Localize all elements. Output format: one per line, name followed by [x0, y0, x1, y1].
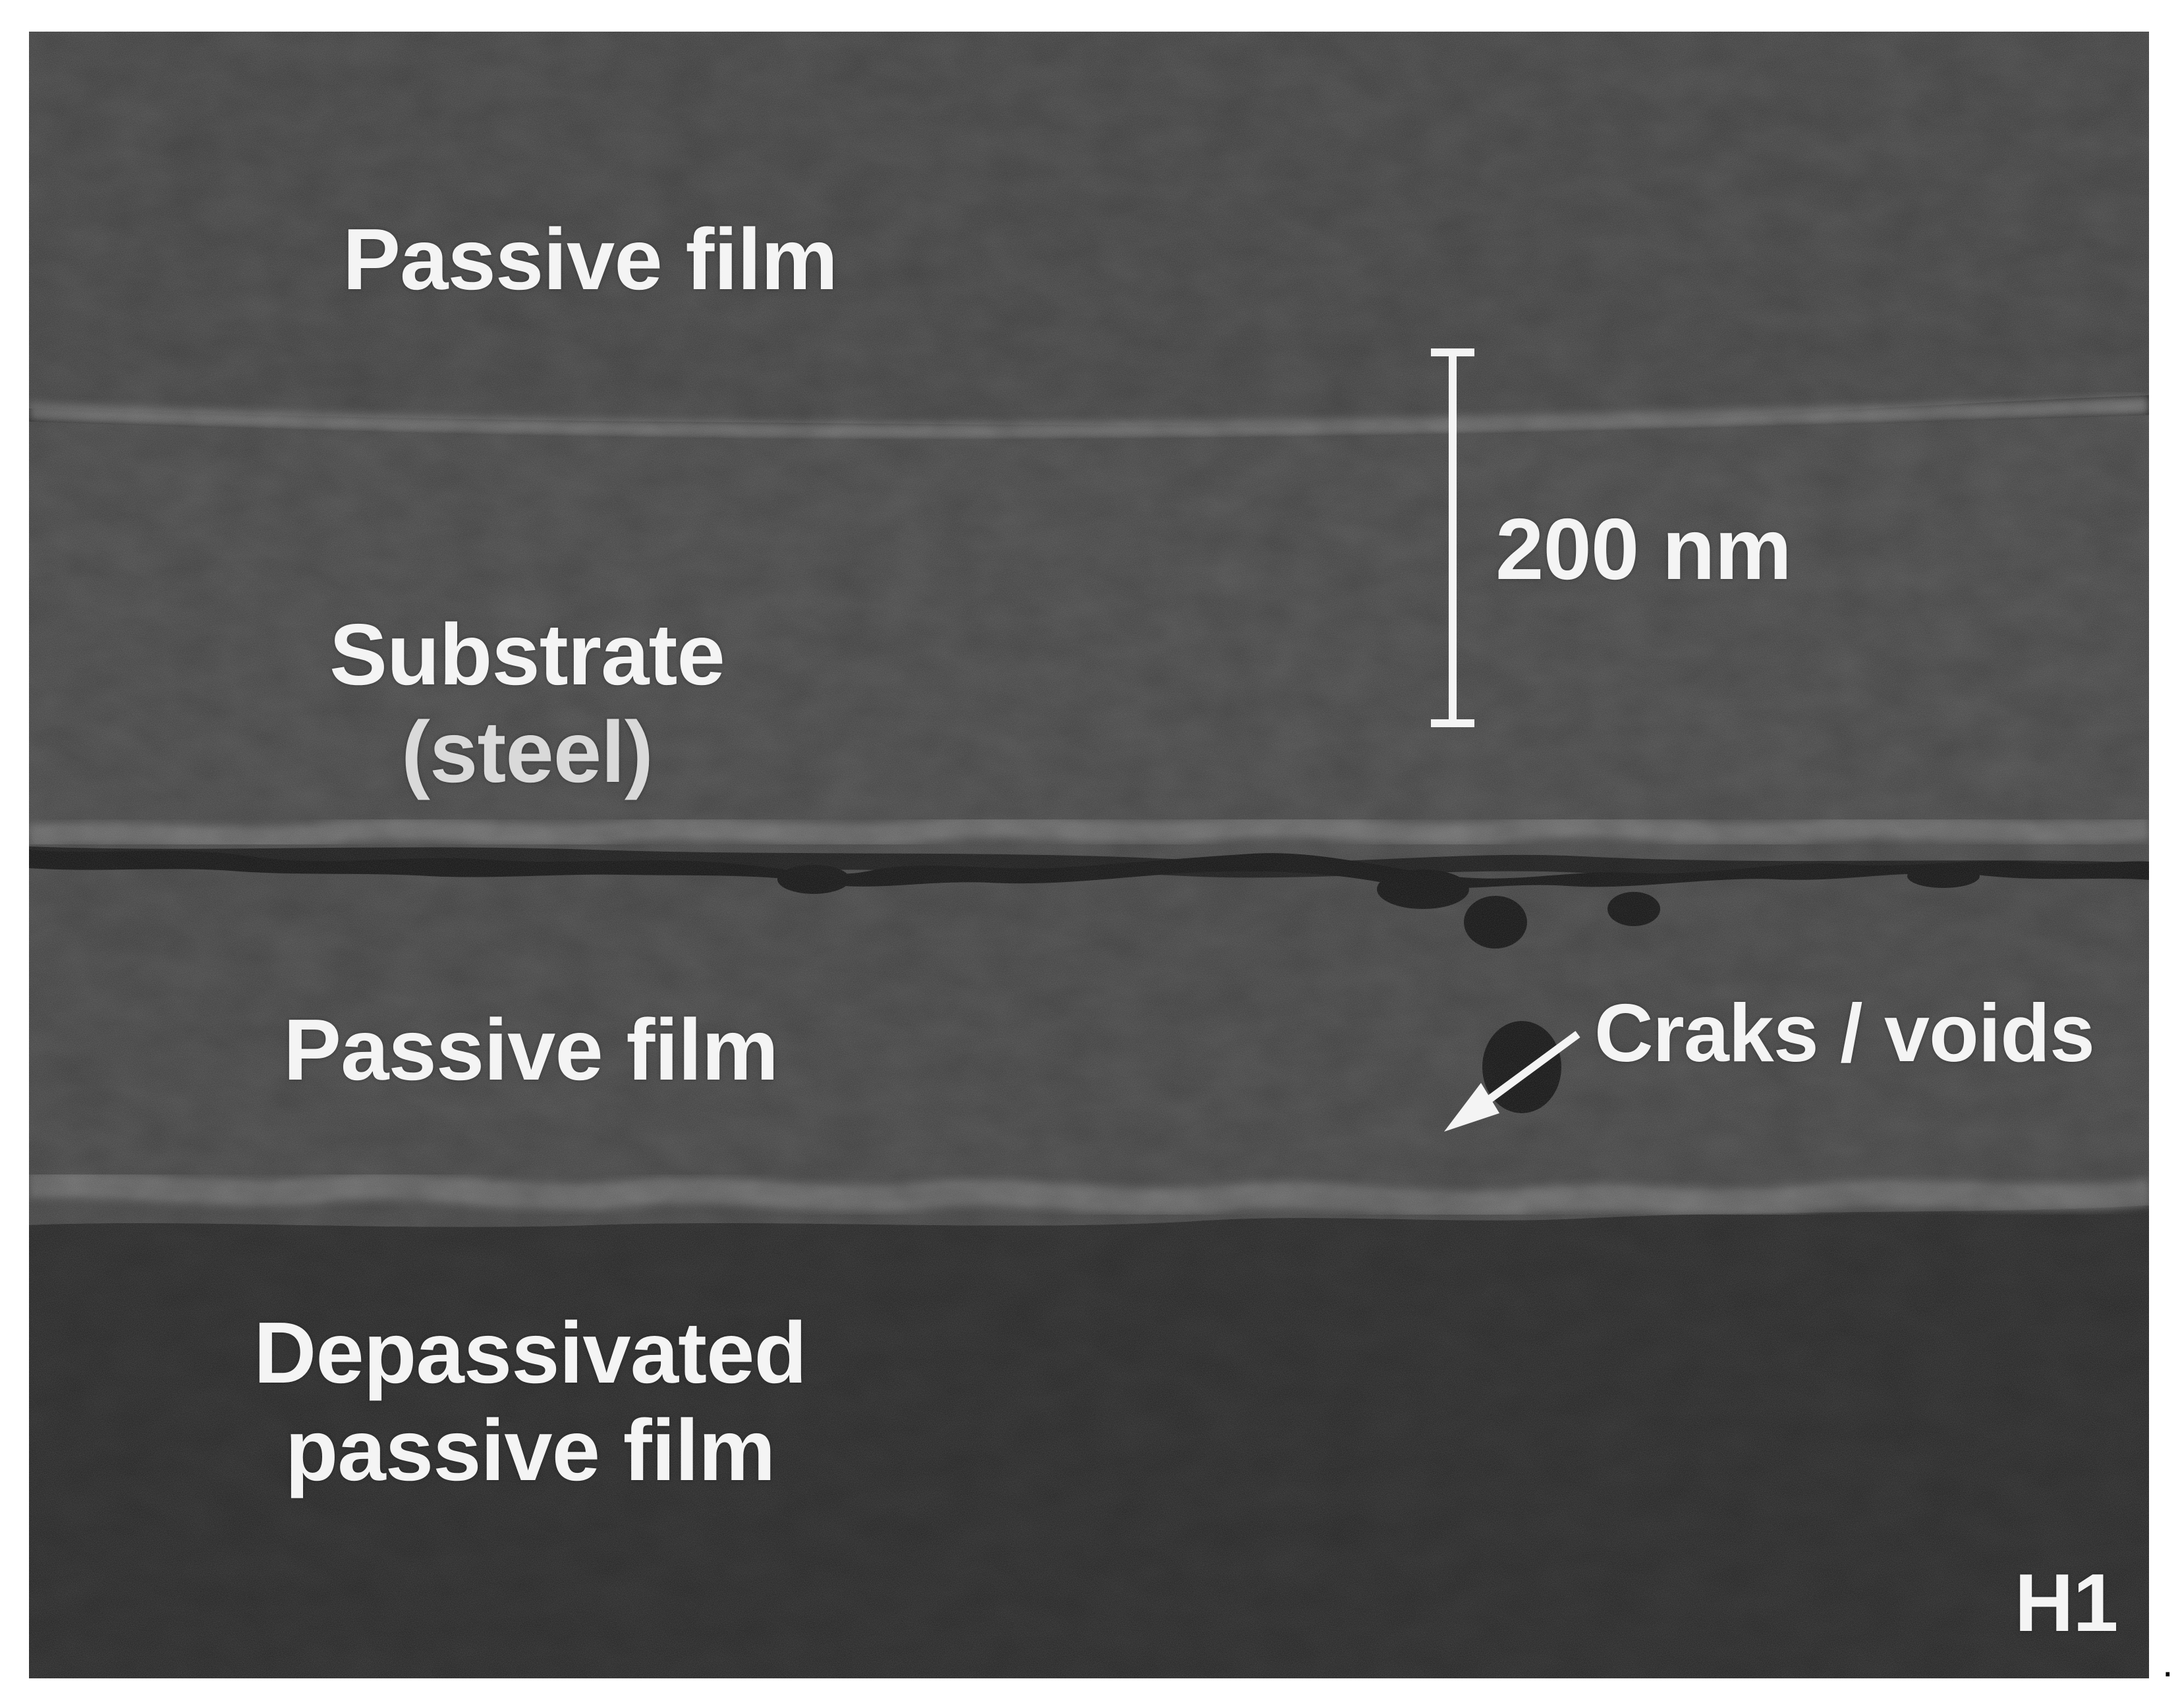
- label-depassivated-line2: passive film: [285, 1401, 776, 1499]
- crack-arrow: [1444, 1031, 1580, 1132]
- label-depassivated-line1: Depassivated: [254, 1304, 807, 1401]
- label-substrate: Substrate (steel): [329, 606, 725, 801]
- label-panel-id: H1: [2015, 1558, 2119, 1649]
- label-substrate-line1: Substrate: [329, 606, 725, 703]
- grain-texture: [29, 32, 2149, 1678]
- label-cracks-voids-text: Craks / voids: [1594, 988, 2095, 1079]
- label-scale-bar-text: 200 nm: [1495, 501, 1792, 597]
- label-scale-bar: 200 nm: [1495, 501, 1792, 598]
- label-middle-passive-film: Passive film: [283, 1001, 779, 1099]
- label-substrate-line2: (steel): [401, 703, 654, 800]
- label-cracks-voids: Craks / voids: [1594, 988, 2095, 1080]
- label-top-passive-film-text: Passive film: [343, 211, 838, 308]
- scale-bar: [1431, 348, 1474, 727]
- label-middle-passive-film-text: Passive film: [283, 1001, 779, 1098]
- label-depassivated-film: Depassivated passive film: [254, 1304, 807, 1499]
- label-panel-id-text: H1: [2015, 1558, 2119, 1649]
- trailing-period: .: [2162, 1641, 2173, 1685]
- label-top-passive-film: Passive film: [343, 211, 838, 308]
